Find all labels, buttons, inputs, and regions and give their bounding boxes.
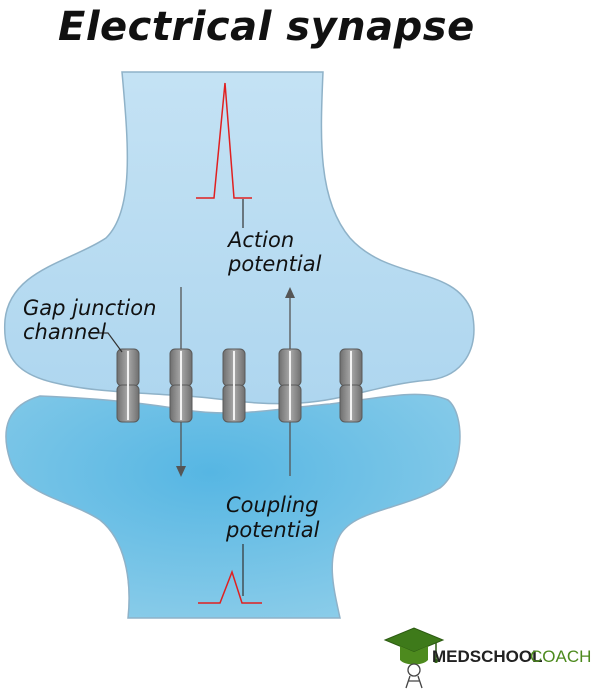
action-potential-trace xyxy=(196,82,252,199)
brand-name-bold: MEDSCHOOL xyxy=(432,647,543,666)
gap-junction-channel xyxy=(169,348,193,423)
presynaptic-terminal xyxy=(3,71,475,405)
gap-junction-channel xyxy=(116,348,140,423)
up-arrowhead xyxy=(285,287,295,298)
gap-junction-channel xyxy=(222,348,246,423)
gap-junction-channel xyxy=(339,348,363,423)
brand-name-light: COACH xyxy=(530,647,591,666)
coupling-potential-trace xyxy=(198,569,262,604)
gap-junction-label-line2: channel xyxy=(23,320,106,344)
graduation-cap-icon xyxy=(383,627,445,689)
down-arrowhead xyxy=(176,466,186,477)
gap-junction-label-line1: Gap junction xyxy=(23,296,156,320)
gap-junction-leader xyxy=(88,332,123,353)
medschoolcoach-logo: MEDSCHOOL COACH xyxy=(383,627,591,689)
action-potential-label-line2: potential xyxy=(227,252,322,276)
gap-junction-channel xyxy=(278,348,302,423)
gap-junction-channels xyxy=(116,348,363,423)
coupling-potential-label-line1: Coupling xyxy=(226,493,318,517)
coupling-potential-label-line2: potential xyxy=(225,518,320,542)
page-title: Electrical synapse xyxy=(58,4,475,50)
action-potential-label-line1: Action xyxy=(226,228,294,252)
